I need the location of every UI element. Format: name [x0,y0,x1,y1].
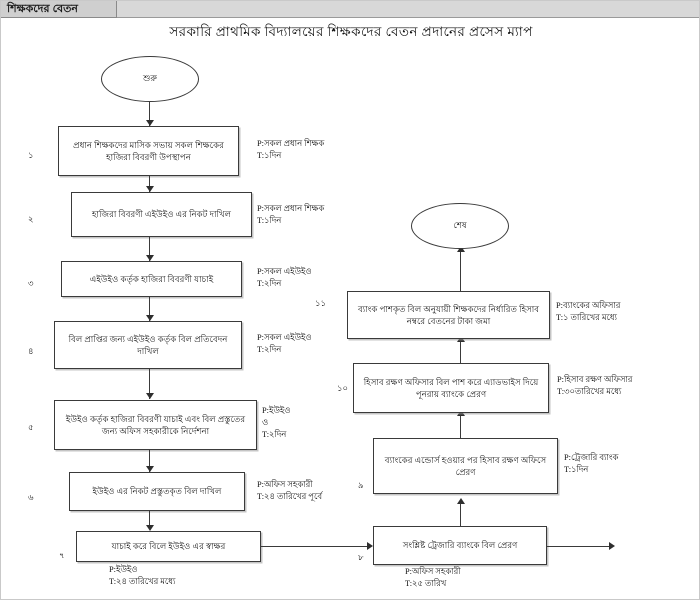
step-number-4: ৪ [28,346,34,356]
arrow-10-to-11 [457,336,465,342]
process-box-4[interactable]: বিল প্রাপ্তির জন্য এইউইও কর্তৃক বিল প্রত… [54,321,242,369]
connector-6-to-7 [149,511,150,529]
process-box-9-label: ব্যাংকের এন্ডোর্স হওয়ার পর হিসাব রক্ষণ … [384,454,547,477]
terminator-end: শেষ [411,203,509,249]
connector-3-to-4 [149,297,150,321]
connector-10-to-11 [460,339,461,363]
arrow-4-to-5 [146,393,154,399]
process-box-3-annotation: P:সকল এইউইও T:২দিন [257,267,312,289]
arrow-6-to-7 [146,525,154,531]
arrow-11-to-end [457,246,465,252]
process-box-3[interactable]: এইউইও কর্তৃক হাজিরা বিবরণী যাচাই [61,261,242,297]
step-number-3: ৩ [28,278,34,288]
arrow-7-to-8 [367,542,373,550]
step-number-7: ৭ [59,550,65,560]
process-box-1-label: প্রধান শিক্ষকদের মাসিক সভায় সকল শিক্ষকে… [73,139,224,162]
process-box-2-annotation: P:সকল প্রধান শিক্ষক T:১দিন [257,204,325,226]
process-box-7-label: যাচাই করে বিলে ইউইও এর স্বাক্ষর [111,541,226,552]
process-box-6-label: ইউইও এর নিকট প্রস্তুতকৃত বিল দাখিল [92,486,222,497]
document-tab-label: শিক্ষকদের বেতন [7,2,78,15]
arrow-3-to-4 [146,315,154,321]
terminator-start-label: শুরু [143,73,157,83]
process-box-1[interactable]: প্রধান শিক্ষকদের মাসিক সভায় সকল শিক্ষকে… [58,126,239,176]
connector-8-to-9 [460,501,461,526]
process-box-5-label: ইউইও কর্তৃক হাজিরা বিবরণী যাচাই এবং বিল … [65,413,246,436]
arrow-5-to-6 [146,466,154,472]
process-box-4-annotation: P:সকল এইউইও T:২দিন [257,333,312,355]
process-box-10-label: হিসাব রক্ষণ অফিসার বিল পাশ করে এ্যাডভাইস… [363,376,539,399]
process-box-11[interactable]: ব্যাংক পাশকৃত বিল অনুযায়ী শিক্ষকদের নির… [347,291,550,339]
step-number-1: ১ [28,150,34,160]
page-title: সরকারি প্রাথমিক বিদ্যালয়ের শিক্ষকদের বে… [169,24,533,39]
process-box-6-annotation: P:অফিস সহকারী T:২৪ তারিখের পূর্বে [257,480,322,502]
process-box-10-annotation: P:হিসাব রক্ষণ অফিসার T:৩০তারিখের মধ্যে [557,375,633,397]
process-box-9-annotation: P:ট্রেজারি ব্যাংক T:১দিন [564,453,619,475]
terminator-end-label: শেষ [453,220,467,230]
process-box-7[interactable]: যাচাই করে বিলে ইউইও এর স্বাক্ষর [76,531,261,562]
process-box-7-annotation: P:ইউইও T:২৪ তারিখের মধ্যে [109,565,176,587]
connector-8-right-stub [547,546,613,547]
arrow-9-to-10 [457,410,465,416]
process-box-2[interactable]: হাজিরা বিবরণী এইউইও এর নিকট দাখিল [71,192,252,237]
terminator-start: শুরু [101,56,199,102]
process-box-1-annotation: P:সকল প্রধান শিক্ষক T:১দিন [257,139,325,161]
process-box-11-annotation: P:ব্যাংকের অফিসার T:১ তারিখের মধ্যে [556,301,621,323]
step-number-6: ৬ [28,492,34,502]
connector-2-to-3 [149,237,150,261]
arrow-1-to-2 [146,186,154,192]
connector-9-to-10 [460,413,461,438]
process-box-9[interactable]: ব্যাংকের এন্ডোর্স হওয়ার পর হিসাব রক্ষণ … [373,438,558,494]
step-number-11: ১১ [315,298,327,308]
header-strip [117,1,699,18]
step-number-10: ১০ [337,383,349,393]
process-box-4-label: বিল প্রাপ্তির জন্য এইউইও কর্তৃক বিল প্রত… [68,333,228,356]
process-box-8-annotation: P:অফিস সহকারী T:২৫ তারিখ [405,567,461,589]
process-box-3-label: এইউইও কর্তৃক হাজিরা বিবরণী যাচাই [89,273,214,284]
process-box-8[interactable]: সংশ্লিষ্ট ট্রেজারি ব্যাংকে বিল প্রেরণ [373,526,547,565]
arrow-8-to-9 [457,498,465,504]
step-number-8: ৮ [358,552,364,562]
step-number-2: ২ [28,214,34,224]
process-box-5[interactable]: ইউইও কর্তৃক হাজিরা বিবরণী যাচাই এবং বিল … [54,400,257,450]
connector-1-to-2 [149,176,150,192]
process-box-6[interactable]: ইউইও এর নিকট প্রস্তুতকৃত বিল দাখিল [69,472,245,511]
step-number-9: ৯ [358,480,364,490]
connector-11-to-end [460,249,461,291]
connector-start-to-1 [149,102,150,126]
arrow-8-right-stub [609,542,615,550]
connector-5-to-6 [149,450,150,472]
step-number-5: ৫ [28,422,34,432]
arrow-start-to-1 [146,120,154,126]
process-box-2-label: হাজিরা বিবরণী এইউইও এর নিকট দাখিল [91,209,232,220]
process-box-8-label: সংশ্লিষ্ট ট্রেজারি ব্যাংকে বিল প্রেরণ [402,540,518,551]
process-box-11-label: ব্যাংক পাশকৃত বিল অনুযায়ী শিক্ষকদের নির… [357,303,540,326]
document-tab[interactable]: শিক্ষকদের বেতন [1,1,117,18]
connector-7-to-8 [261,546,371,547]
arrow-2-to-3 [146,255,154,261]
connector-4-to-5 [149,369,150,399]
process-box-10[interactable]: হিসাব রক্ষণ অফিসার বিল পাশ করে এ্যাডভাইস… [353,363,549,413]
process-box-5-annotation: P:ইউইও ও T:২দিন [262,406,291,440]
